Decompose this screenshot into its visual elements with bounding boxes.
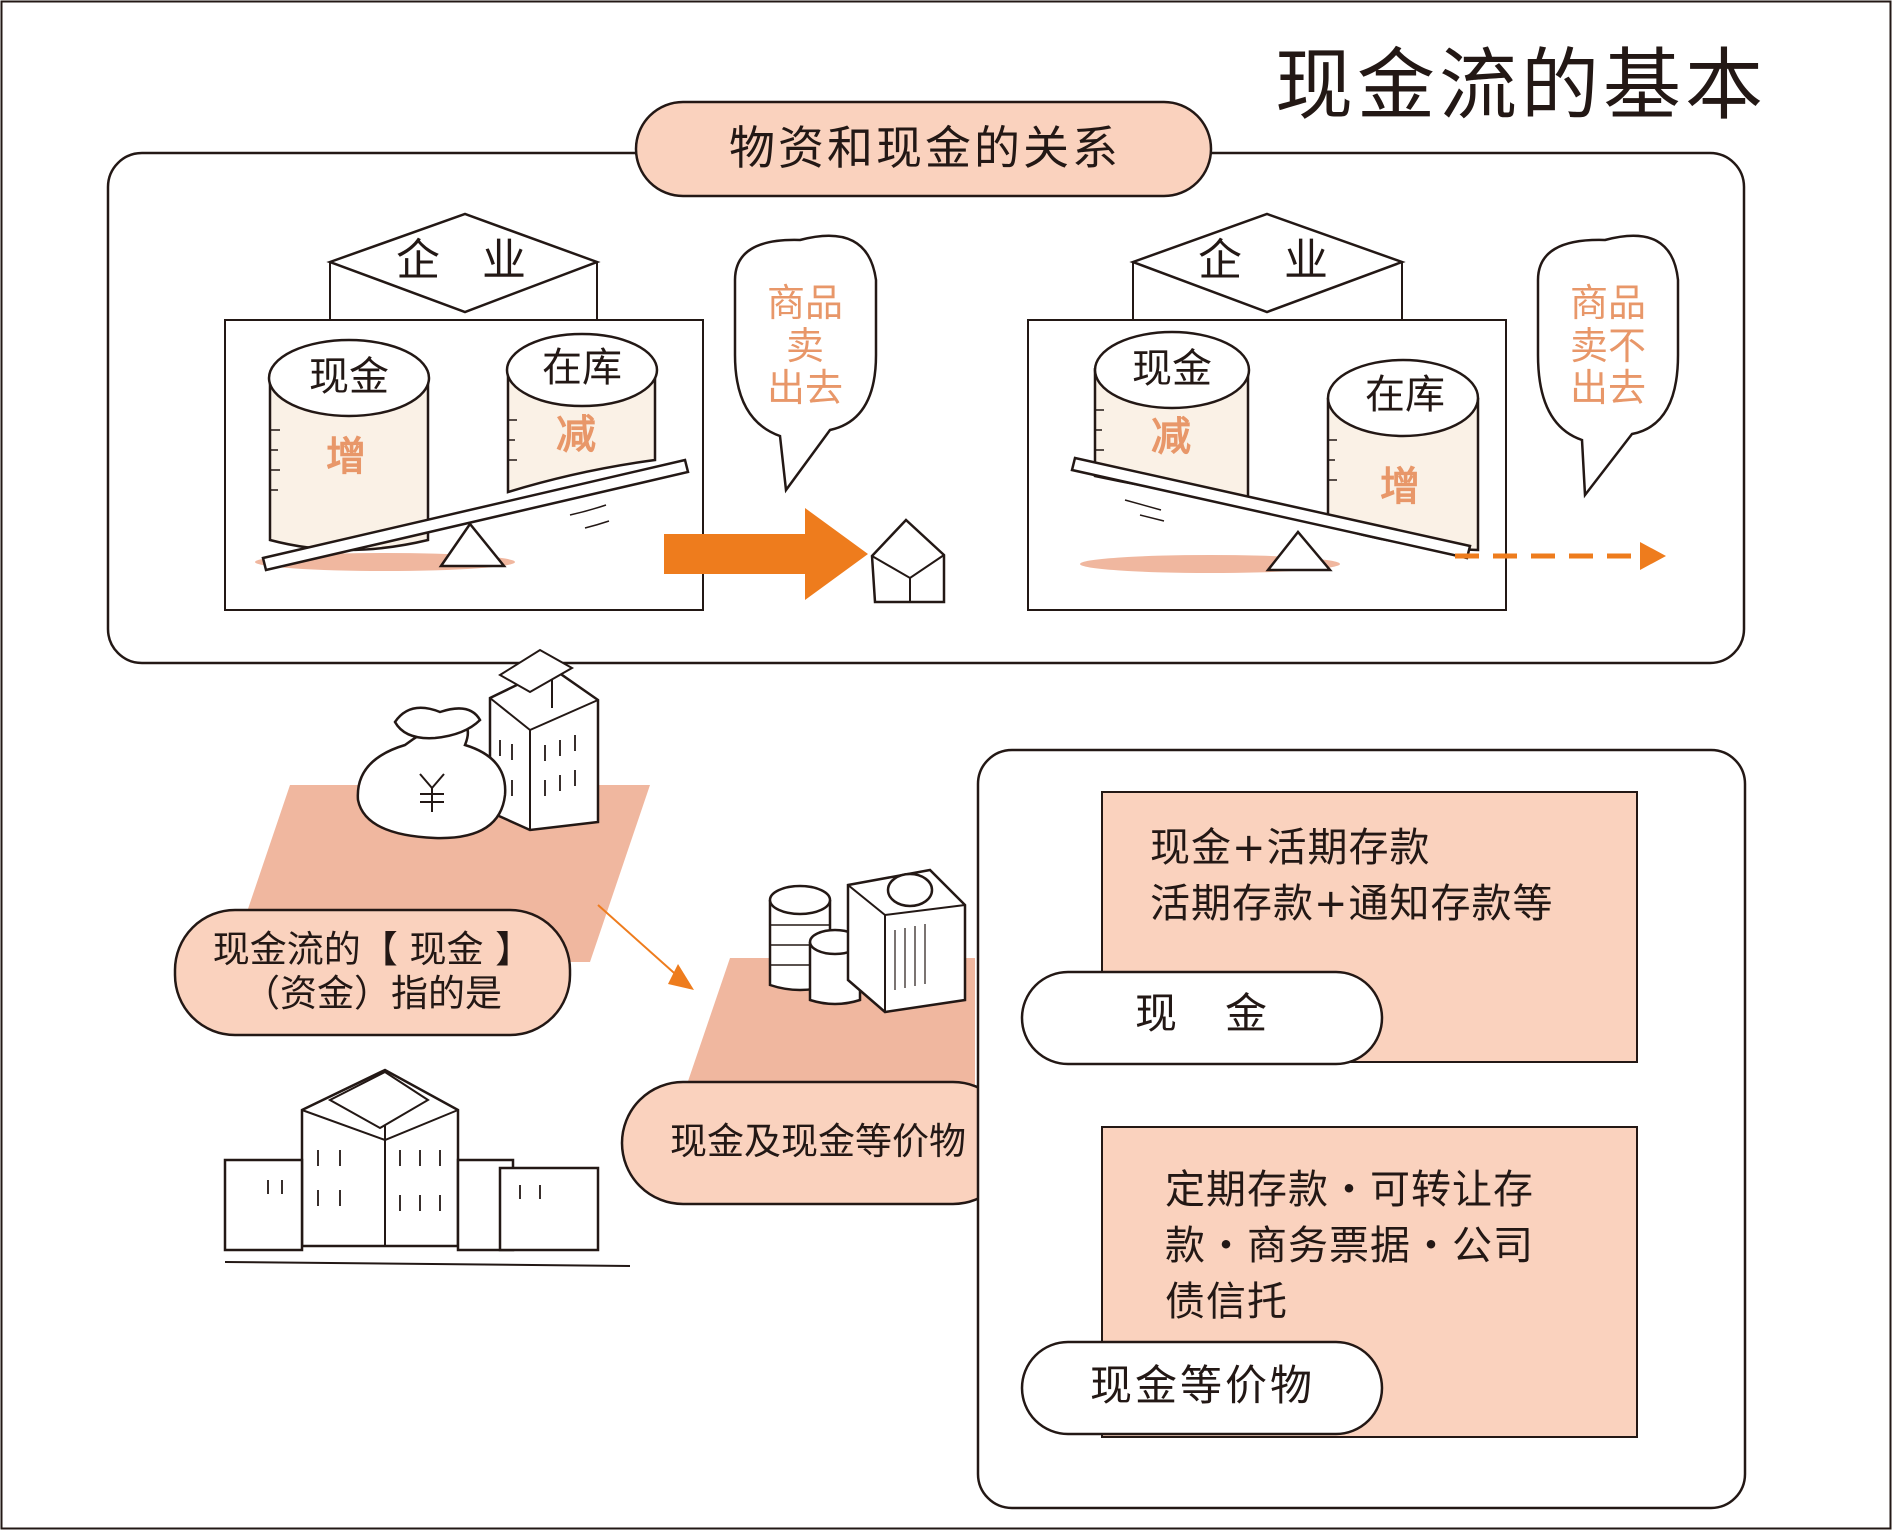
company-label-right: 企 业 — [1198, 235, 1342, 286]
unsold-bubble-text: 商品 卖不 出去 — [1548, 282, 1668, 410]
question-line-2: （资金）指的是 — [243, 972, 502, 1016]
equivalents-definition-line-1: 定期存款・可转让存 — [1165, 1167, 1534, 1213]
sold-speech-bubble — [733, 234, 878, 494]
unsold-bubble-line-1: 商品 — [1569, 281, 1646, 325]
pointer-arrow — [597, 904, 683, 981]
equivalents-tag — [1020, 1340, 1384, 1436]
right-scene — [1027, 212, 1680, 611]
stock-can-label-left: 在库 — [542, 345, 622, 391]
sold-bubble-text: 商品 卖 出去 — [745, 282, 865, 410]
cash-can-label-left: 现金 — [309, 354, 389, 400]
cash-change-right: 减 — [1151, 414, 1191, 460]
equivalents-definition-line-2: 款・商务票据・公司 — [1165, 1223, 1534, 1269]
relation-heading: 物资和现金的关系 — [729, 121, 1121, 175]
relation-heading-pill — [634, 100, 1213, 198]
cash-tag — [1020, 970, 1384, 1066]
unsold-speech-bubble — [1536, 234, 1680, 499]
question-line-1: 现金流的【 现金 】 — [212, 928, 533, 971]
city-buildings-icon — [223, 1068, 631, 1267]
unsold-bubble-line-2: 卖不 — [1569, 323, 1646, 368]
stock-can-label-right: 在库 — [1365, 372, 1445, 418]
cash-can-label-right: 现金 — [1132, 346, 1212, 392]
cash-change-left: 增 — [326, 434, 366, 480]
company-label-left: 企 业 — [396, 235, 540, 286]
stock-change-left: 减 — [556, 412, 596, 458]
stock-can-left — [505, 332, 659, 494]
banknote-bundle-icon — [846, 868, 967, 1014]
cash-can-left — [267, 338, 431, 552]
left-scene — [224, 212, 946, 611]
cash-definition-text: 现金+活期存款 活期存款+通知存款等 — [1150, 820, 1554, 932]
sold-bubble-line-1: 商品 — [766, 281, 843, 325]
cash-tag-text: 现 金 — [1134, 989, 1270, 1038]
seesaw-icon — [261, 458, 690, 572]
question-pill-text: 现金流的【 现金 】 （资金）指的是 — [185, 928, 560, 1017]
page-title: 现金流的基本 — [1275, 41, 1768, 131]
cash-definition-line-2: 活期存款+通知存款等 — [1150, 881, 1554, 927]
cash-can-right — [1093, 330, 1251, 504]
equivalents-definition-text: 定期存款・可转让存 款・商务票据・公司 债信托 — [1165, 1162, 1534, 1330]
answer-pill-text: 现金及现金等价物 — [670, 1120, 966, 1163]
goods-box-icon — [870, 518, 946, 604]
stock-change-right: 增 — [1380, 464, 1420, 510]
sold-bubble-line-2: 卖 — [785, 323, 824, 368]
equivalents-definition-line-3: 债信托 — [1165, 1279, 1288, 1325]
cash-definition-line-1: 现金+活期存款 — [1150, 825, 1431, 871]
unsold-bubble-line-3: 出去 — [1569, 366, 1646, 411]
sell-arrow-icon — [664, 508, 868, 600]
building-icon — [488, 648, 600, 832]
question-pill — [173, 908, 572, 1037]
equivalents-tag-text: 现金等价物 — [1089, 1361, 1315, 1410]
coin-stack-icon — [768, 884, 862, 1006]
sold-bubble-line-3: 出去 — [766, 366, 843, 411]
money-bag-icon — [356, 706, 507, 840]
